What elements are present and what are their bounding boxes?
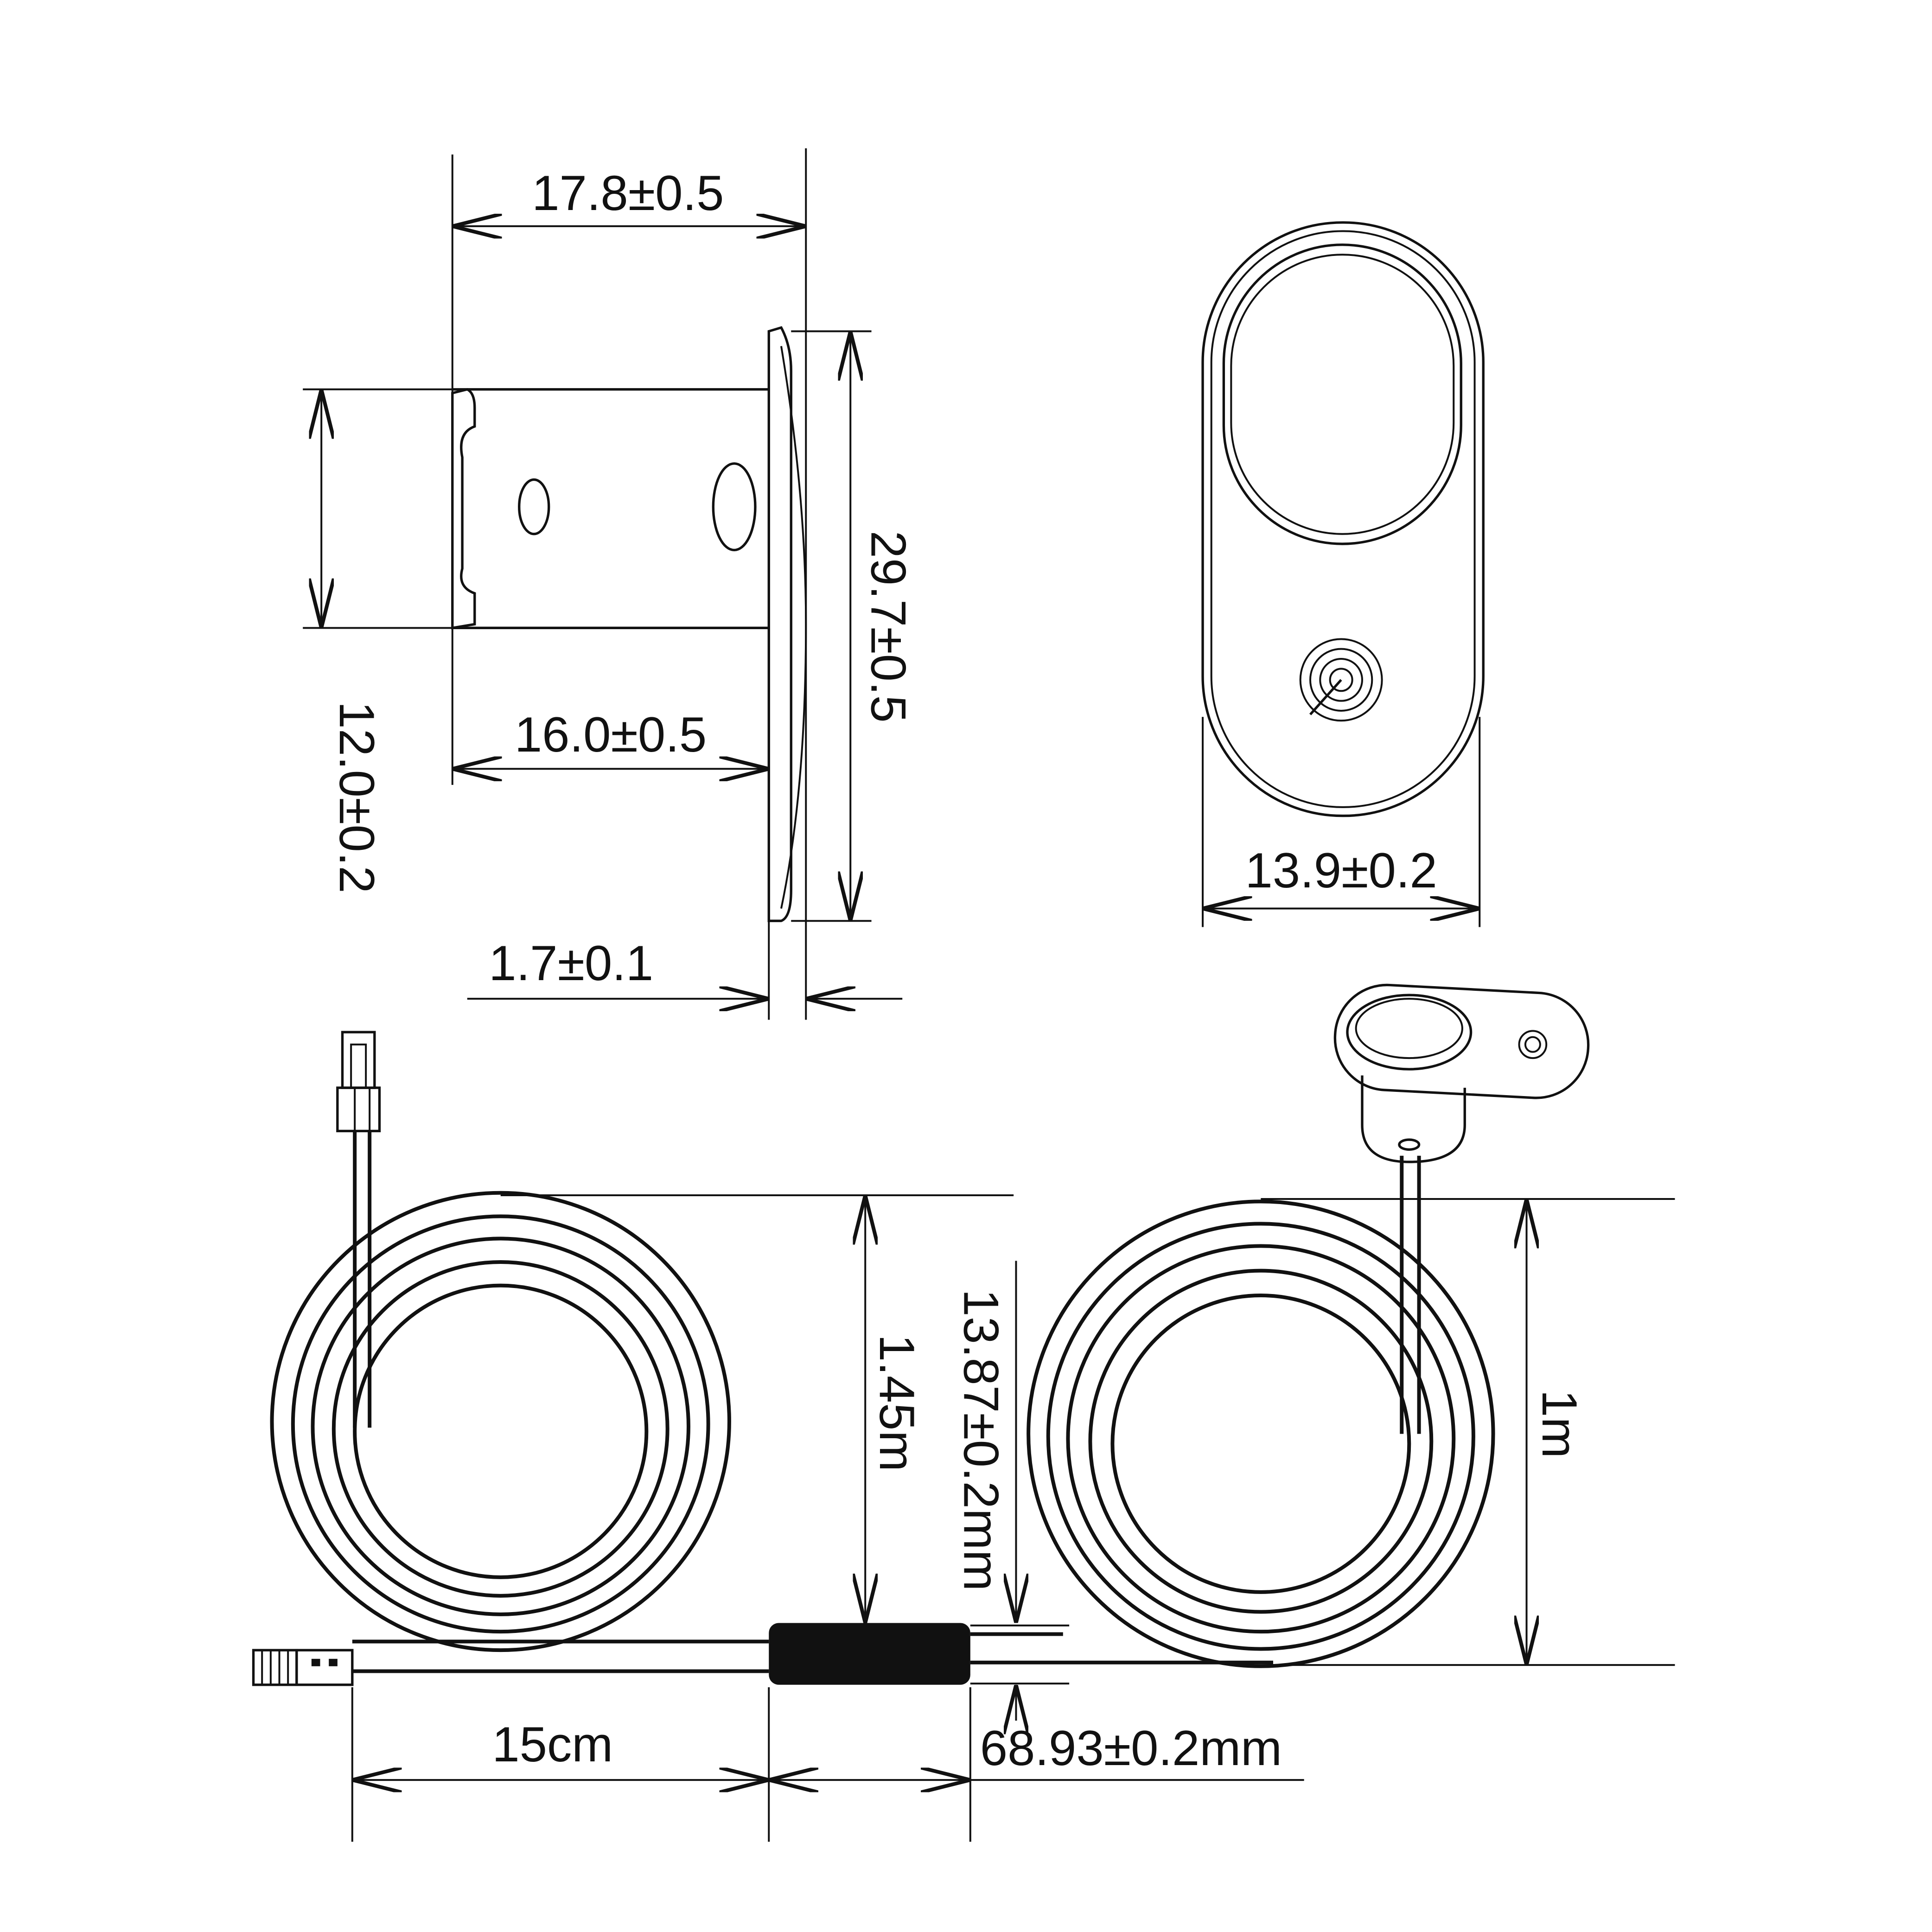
bottom-connector xyxy=(252,1649,354,1686)
top-connector xyxy=(336,1031,381,1133)
inline-controller-box xyxy=(769,1623,970,1685)
left-cable-coil xyxy=(270,1131,769,1673)
dim-body-height: 12.0±0.2 xyxy=(329,701,385,893)
right-cable-coil xyxy=(970,1155,1495,1668)
fingerprint-touch-icon xyxy=(1518,1030,1548,1059)
side-view: 17.8±0.5 29.7±0.5 12.0±0.2 16.0±0.5 1.7±… xyxy=(303,148,917,1020)
dim-overall-length: 17.8±0.5 xyxy=(532,165,724,221)
dim-flange-thickness: 1.7±0.1 xyxy=(489,935,653,991)
cable-view: 1.45m 13.87±0.2mm 68.93±0.2mm 15cm 1m xyxy=(252,983,1675,1842)
front-view: 13.9±0.2 xyxy=(1201,221,1485,927)
dim-lead-length: 15cm xyxy=(492,1716,613,1772)
dim-flange-height: 29.7±0.5 xyxy=(861,531,917,723)
fingerprint-touch-icon xyxy=(1299,638,1383,722)
dim-right-coil-length: 1m xyxy=(1532,1390,1588,1458)
dim-front-width: 13.9±0.2 xyxy=(1245,842,1437,898)
sensor-body-side xyxy=(451,326,807,922)
dim-left-coil-length: 1.45m xyxy=(869,1334,925,1472)
dim-box-length: 68.93±0.2mm xyxy=(980,1720,1282,1776)
sensor-3d-view xyxy=(1333,983,1590,1163)
dim-body-length: 16.0±0.5 xyxy=(515,707,707,762)
dim-box-height: 13.87±0.2mm xyxy=(954,1289,1009,1591)
